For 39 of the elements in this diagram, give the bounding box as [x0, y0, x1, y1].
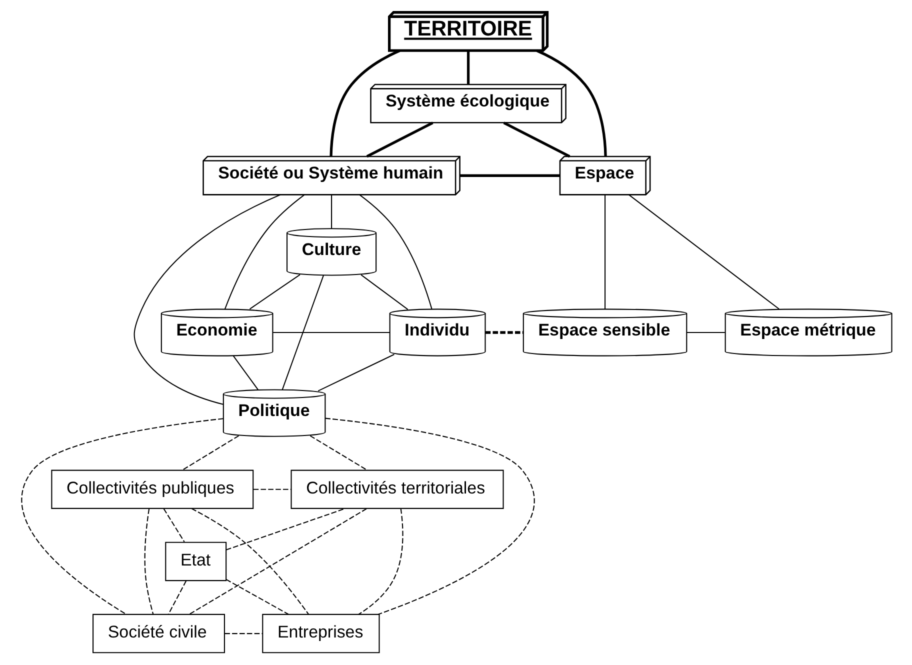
connector [248, 274, 300, 310]
connector [144, 508, 154, 615]
connector [686, 332, 724, 334]
connector [252, 488, 290, 490]
connector [168, 580, 186, 614]
connector [224, 633, 262, 634]
connector [224, 194, 304, 310]
connector [190, 508, 308, 615]
connector [358, 508, 403, 615]
connector [329, 49, 400, 156]
connector [536, 49, 606, 156]
connector [281, 275, 324, 390]
connector [20, 418, 223, 615]
connector [232, 356, 258, 390]
connector [317, 354, 394, 392]
node-box: Entreprises [262, 614, 380, 654]
connector [181, 435, 238, 471]
connector [466, 50, 470, 84]
connector [484, 331, 523, 334]
connector [628, 194, 779, 310]
connector [360, 274, 408, 310]
connector [460, 174, 560, 177]
node-box: Etat [164, 542, 226, 582]
connector [225, 508, 345, 550]
connector [188, 508, 366, 615]
connector [225, 579, 288, 615]
connector [366, 122, 433, 158]
node-box: Collectivités territoriales [290, 470, 504, 509]
connector [309, 435, 368, 471]
connector [330, 195, 332, 228]
connector [358, 194, 432, 310]
node-box: Collectivités publiques [50, 470, 254, 509]
connector [324, 418, 534, 615]
connector [162, 508, 184, 542]
connector [604, 194, 606, 309]
connector [502, 122, 570, 158]
node-box: Société civile [92, 614, 224, 654]
connector [272, 332, 390, 334]
connector [133, 194, 280, 405]
